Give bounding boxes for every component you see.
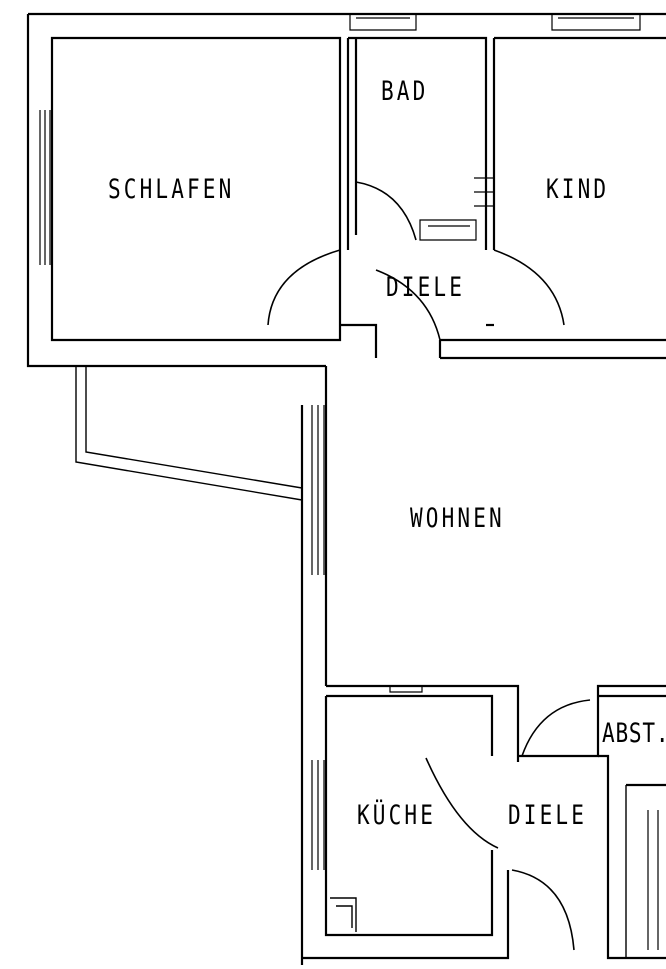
- room-label-diele-top: DIELE: [386, 272, 465, 303]
- room-label-bad: BAD: [381, 76, 429, 107]
- room-label-schlafen: SCHLAFEN: [108, 174, 235, 205]
- walls: [26, 12, 666, 965]
- room-label-kind: KIND: [546, 174, 610, 205]
- room-label-abst: ABST.: [602, 718, 666, 749]
- windows: [39, 14, 659, 950]
- room-label-kueche: KÜCHE: [357, 800, 436, 831]
- doors: [267, 181, 591, 951]
- room-label-wohnen: WOHNEN: [410, 503, 505, 534]
- room-label-diele-bottom: DIELE: [508, 800, 587, 831]
